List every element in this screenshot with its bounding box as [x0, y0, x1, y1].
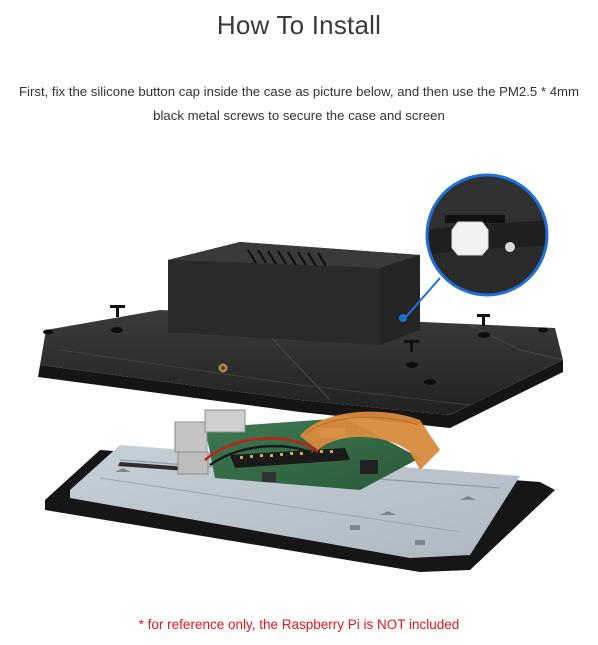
raspberry-pi-board: [174, 409, 440, 490]
page-title: How To Install: [216, 10, 382, 40]
installation-instruction: First, fix the silicone button cap insid…: [18, 84, 580, 123]
assembly-illustration: [38, 173, 564, 572]
reference-note: * for reference only, the Raspberry Pi i…: [138, 617, 460, 632]
back-case: [38, 242, 564, 428]
button-cap-zoom: [404, 173, 549, 319]
